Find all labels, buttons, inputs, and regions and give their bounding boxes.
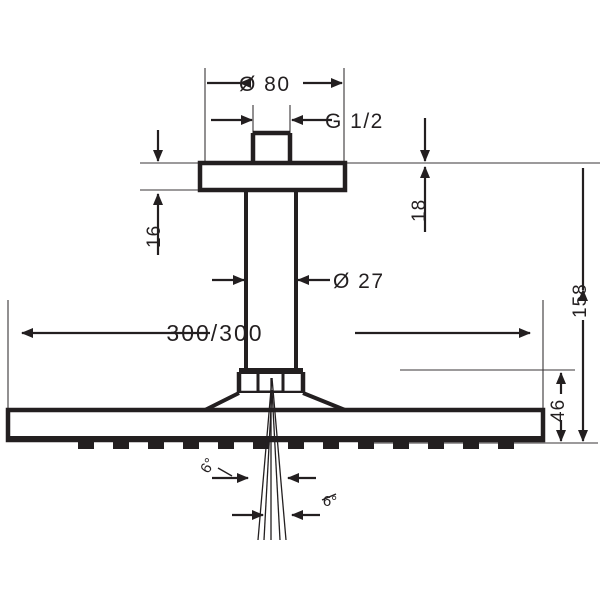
dimension-18: 18 <box>409 118 430 232</box>
connection-nipple <box>250 130 293 163</box>
product-geometry <box>5 130 546 541</box>
dimension-dia27: Ø 27 <box>212 270 385 293</box>
dim158-label: 158 <box>570 283 591 318</box>
dia27-label: Ø 27 <box>333 270 385 293</box>
dim16-label: 16 <box>144 225 165 248</box>
dim300-label: 300/300 <box>166 320 263 346</box>
angle-right-leader <box>321 493 337 501</box>
dimension-g12: G 1/2 <box>211 110 384 133</box>
dimension-46: 46 <box>548 372 569 442</box>
angle-right-label: 6° <box>323 493 337 510</box>
dim46-label: 46 <box>548 399 569 422</box>
dimension-158: 158 <box>570 168 591 442</box>
dim18-label: 18 <box>409 199 430 222</box>
dia80-label: Ø 80 <box>239 73 291 96</box>
spray-face-plate <box>8 436 543 442</box>
g12-label: G 1/2 <box>325 110 384 133</box>
dimension-16: 16 <box>144 130 165 255</box>
angle-left-leader <box>217 467 233 477</box>
nozzle-row <box>78 442 514 449</box>
spray-axis-lines <box>257 377 287 541</box>
swivel-collar-cap <box>239 368 303 374</box>
escutcheon-plate <box>197 160 348 193</box>
dimension-dia80: Ø 80 <box>207 73 343 96</box>
